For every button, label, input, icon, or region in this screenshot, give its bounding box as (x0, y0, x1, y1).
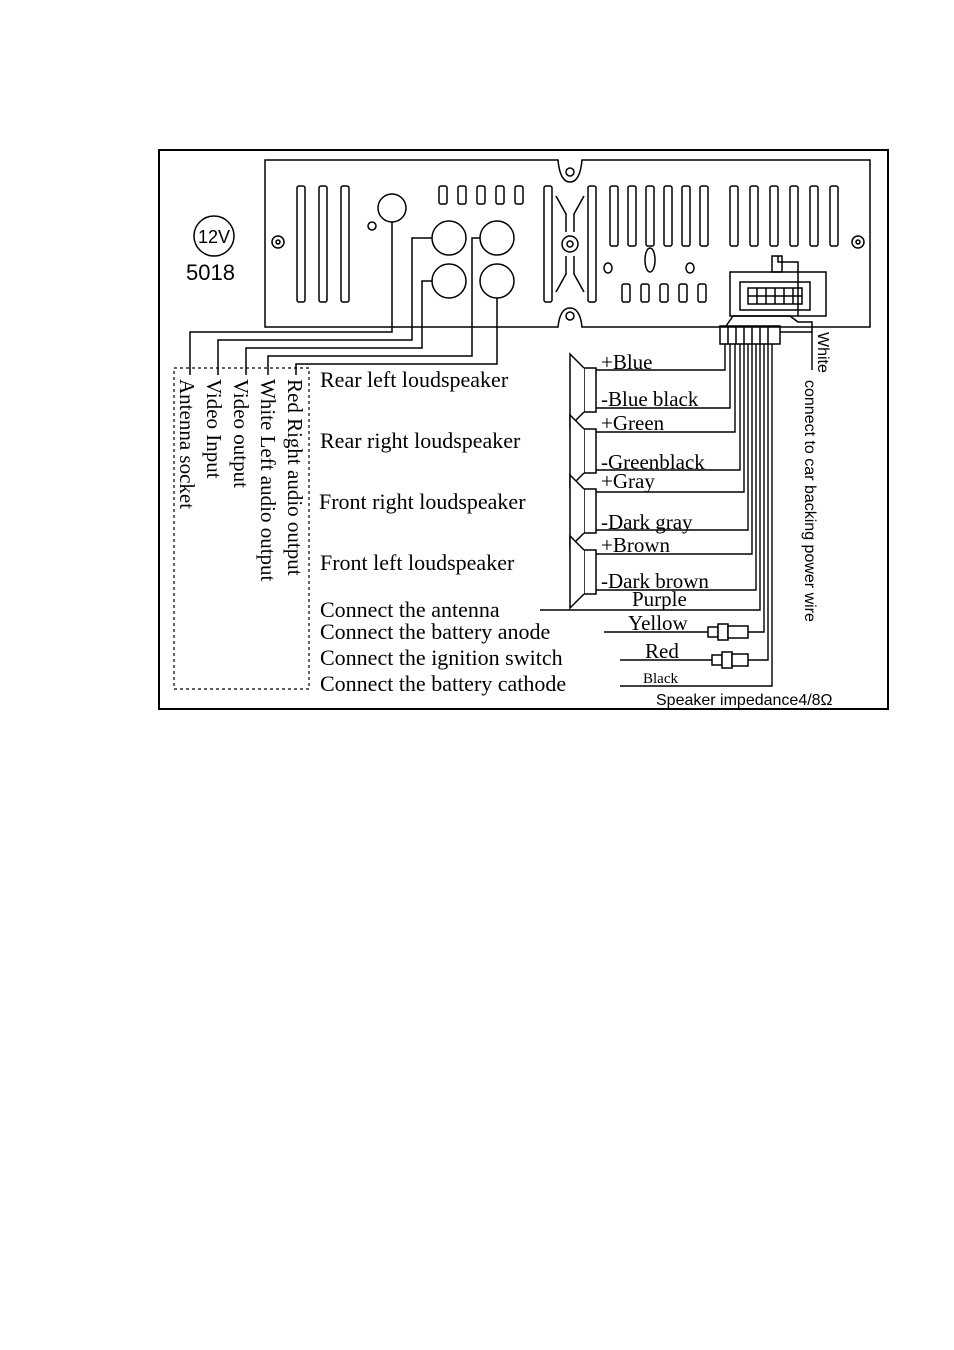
connect-battery-anode-label: Connect the battery anode (320, 619, 550, 644)
vent-slots-right (609, 185, 839, 247)
voltage-badge: 12V (198, 227, 230, 247)
speaker-front-right-label: Front right loudspeaker (319, 489, 526, 514)
wire-front-right-minus: -Dark gray (601, 510, 693, 534)
impedance-note: Speaker impedance4/8Ω (656, 692, 833, 709)
wire-rear-left-minus: -Blue black (601, 387, 699, 411)
fuse-holders (604, 623, 749, 669)
backing-wire-text: connect to car backing power wire (801, 380, 818, 622)
diagram-frame (158, 149, 889, 710)
model-number: 5018 (186, 260, 235, 285)
backing-wire-color: White (814, 332, 831, 373)
wire-front-right-plus: +Gray (601, 469, 655, 493)
harness-wires (540, 332, 813, 687)
rca-label-video-output: Video output (229, 379, 253, 488)
connect-battery-cathode-label: Connect the battery cathode (320, 671, 566, 696)
mounting-bracket (543, 185, 695, 303)
rca-jacks (367, 193, 515, 299)
rca-label-red-right-audio: Red Right audio output (283, 379, 307, 576)
harness-socket (729, 255, 827, 317)
wire-red-label: Red (645, 639, 679, 663)
wire-rear-right-minus: -Greenblack (601, 450, 705, 474)
speaker-icons (569, 352, 597, 610)
connect-antenna-label: Connect the antenna (320, 597, 500, 622)
wire-rear-right-plus: +Green (601, 411, 665, 435)
wire-front-left-plus: +Brown (601, 533, 671, 557)
vent-slots-top (438, 185, 707, 303)
rca-label-white-left-audio: White Left audio output (256, 379, 280, 582)
rca-leader-lines (189, 222, 498, 375)
rca-label-box (173, 367, 310, 690)
rca-label-antenna-socket: Antenna socket (175, 379, 199, 509)
rca-label-video-input: Video Input (202, 379, 226, 479)
wire-yellow-label: Yellow (628, 611, 689, 635)
speaker-rear-left-label: Rear left loudspeaker (320, 367, 509, 392)
wire-front-left-minus: -Dark brown (601, 569, 709, 593)
voltage-badge-circle (193, 215, 235, 257)
wire-black-label: Black (643, 671, 678, 687)
vent-slots-left (296, 185, 350, 303)
wire-purple-label: Purple (632, 587, 687, 611)
speaker-rear-right-label: Rear right loudspeaker (320, 428, 521, 453)
connect-ignition-label: Connect the ignition switch (320, 645, 563, 670)
speaker-front-left-label: Front left loudspeaker (320, 550, 515, 575)
head-unit-rear-panel (264, 159, 871, 328)
wire-rear-left-plus: +Blue (601, 350, 653, 374)
